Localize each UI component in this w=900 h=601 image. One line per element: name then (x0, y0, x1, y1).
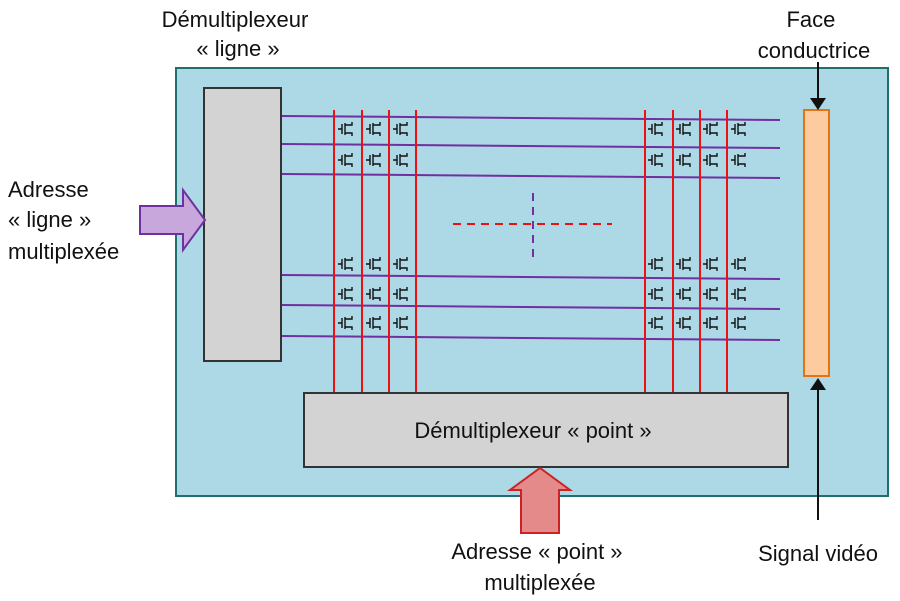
transistor-cell-icon (393, 122, 408, 136)
row-address-label-line: Adresse (8, 177, 89, 202)
transistor-cell-icon (366, 153, 381, 167)
row-line (280, 304, 781, 310)
transistor-cell-icon (676, 257, 691, 271)
row-address-label: Adresse « ligne » multiplexée (8, 177, 119, 264)
transistor-cell-icon (648, 316, 663, 330)
transistor-cell-icon (648, 153, 663, 167)
transistor-cell-icon (676, 287, 691, 301)
transistor-cell-icon (366, 257, 381, 271)
conductive-face-label: Face conductrice (758, 7, 871, 63)
row-address-label-line: « ligne » (8, 207, 91, 232)
row-line (280, 335, 781, 341)
row-demultiplexer-label-line: Démultiplexeur (162, 7, 309, 32)
transistor-cell-icon (703, 287, 718, 301)
conductive-face-label-line: conductrice (758, 38, 871, 63)
transistor-cell-icon (676, 153, 691, 167)
conductive-face-strip (803, 109, 830, 377)
row-lines (280, 115, 781, 341)
transistor-cell-icon (338, 316, 353, 330)
point-demultiplexer-label: Démultiplexeur « point » (414, 418, 651, 443)
pixel-cells (338, 122, 746, 330)
transistor-cell-icon (393, 153, 408, 167)
transistor-cell-icon (731, 287, 746, 301)
row-demultiplexer-block (203, 87, 282, 362)
video-signal-label: Signal vidéo (758, 541, 878, 566)
transistor-cell-icon (731, 122, 746, 136)
transistor-cell-icon (366, 287, 381, 301)
video-signal-arrowhead (810, 378, 826, 390)
transistor-cell-icon (648, 287, 663, 301)
row-demultiplexer-label-line: « ligne » (196, 36, 279, 61)
transistor-cell-icon (703, 257, 718, 271)
transistor-cell-icon (731, 316, 746, 330)
conductive-face-label-line: Face (786, 7, 835, 32)
transistor-cell-icon (366, 316, 381, 330)
column-lines (333, 110, 728, 393)
row-address-label-line: multiplexée (8, 239, 119, 264)
row-line (280, 143, 781, 149)
transistor-cell-icon (338, 153, 353, 167)
transistor-cell-icon (338, 257, 353, 271)
transistor-cell-icon (338, 122, 353, 136)
point-address-label-line: multiplexée (484, 570, 595, 595)
transistor-cell-icon (731, 257, 746, 271)
row-line (280, 173, 781, 179)
transistor-cell-icon (676, 316, 691, 330)
up-arrow-icon (506, 466, 574, 534)
row-demultiplexer-label: Démultiplexeur « ligne » (162, 7, 315, 61)
point-address-label-line: Adresse « point » (451, 539, 622, 564)
transistor-cell-icon (366, 122, 381, 136)
row-line (280, 115, 781, 121)
transistor-cell-icon (393, 287, 408, 301)
transistor-cell-icon (393, 316, 408, 330)
transistor-cell-icon (703, 316, 718, 330)
transistor-cell-icon (703, 122, 718, 136)
transistor-cell-icon (648, 122, 663, 136)
point-demultiplexer-block (303, 392, 789, 468)
transistor-cell-icon (676, 122, 691, 136)
conductive-face-arrowhead (810, 98, 826, 110)
point-address-label: Adresse « point » multiplexée (451, 539, 628, 595)
transistor-cell-icon (648, 257, 663, 271)
transistor-cell-icon (703, 153, 718, 167)
transistor-cell-icon (393, 257, 408, 271)
transistor-cell-icon (338, 287, 353, 301)
right-arrow-icon (139, 186, 207, 254)
transistor-cell-icon (731, 153, 746, 167)
row-line (280, 274, 781, 280)
